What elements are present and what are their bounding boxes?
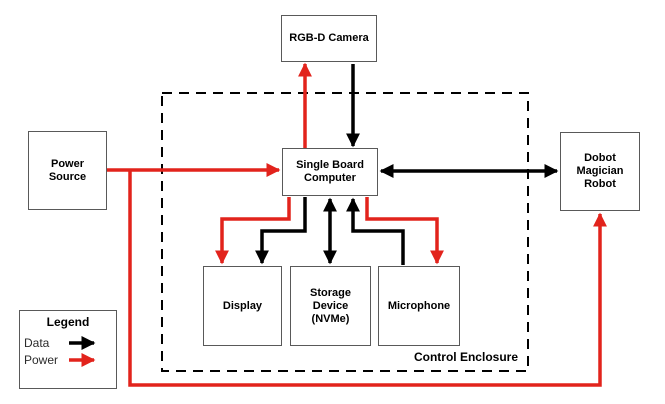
node-display-label: Display	[222, 299, 263, 312]
node-dobot-magician-robot-label: Dobot Magician Robot	[576, 152, 624, 190]
arrow-data-mic-to-sbc	[346, 197, 405, 265]
arrow-power-source-to-robot	[128, 170, 607, 387]
node-storage-device: Storage Device (NVMe)	[290, 266, 371, 346]
legend-title: Legend	[46, 315, 90, 329]
node-power-source-label: Power Source	[48, 157, 87, 183]
node-microphone: Microphone	[378, 266, 460, 346]
power-arrow-icon	[69, 353, 96, 367]
node-power-source: Power Source	[28, 131, 107, 210]
data-arrow-icon	[69, 336, 96, 350]
legend-item-power: Power	[24, 353, 112, 367]
node-single-board-computer-label: Single Board Computer	[296, 159, 364, 184]
control-enclosure-outline	[161, 92, 529, 372]
legend-item-data: Data	[24, 336, 112, 350]
node-single-board-computer: Single Board Computer	[282, 148, 378, 196]
legend-data-label: Data	[24, 336, 50, 350]
node-rgbd-camera-label: RGB-D Camera	[289, 32, 369, 44]
node-rgbd-camera: RGB-D Camera	[281, 15, 377, 62]
arrow-data-sbc-to-display	[255, 197, 307, 265]
node-dobot-magician-robot: Dobot Magician Robot	[560, 132, 640, 211]
legend-power-label: Power	[24, 353, 59, 367]
legend-box: Legend Data Power	[19, 310, 117, 389]
control-enclosure-label: Control Enclosure	[413, 350, 518, 364]
node-storage-device-label: Storage Device (NVMe)	[310, 286, 351, 325]
node-display: Display	[203, 266, 282, 346]
arrow-power-sbc-to-display	[215, 197, 291, 265]
node-microphone-label: Microphone	[387, 299, 451, 312]
arrow-power-sbc-to-mic	[365, 197, 444, 265]
